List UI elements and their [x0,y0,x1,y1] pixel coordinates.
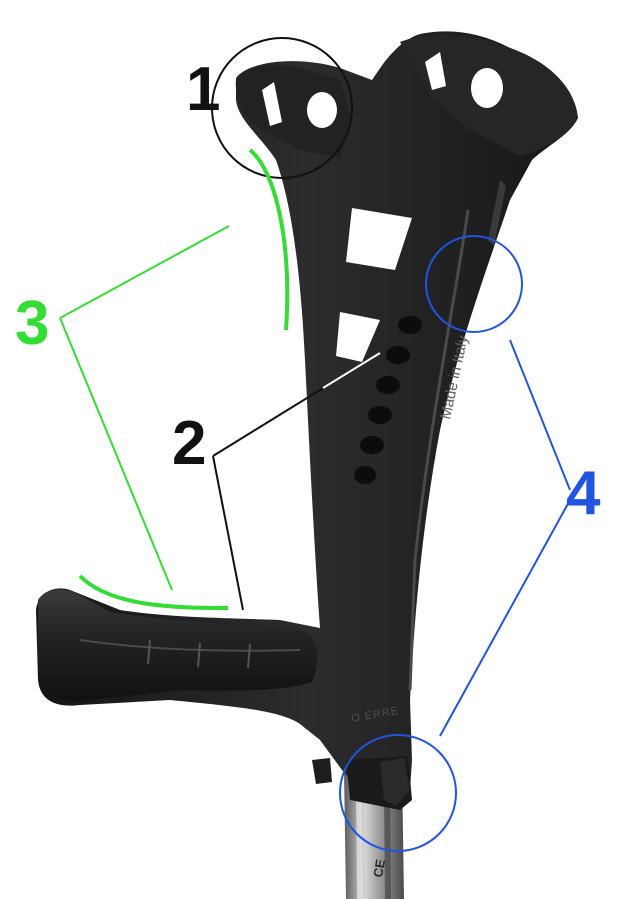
callout-4-label: 4 [566,459,601,528]
spine-holes [354,316,422,484]
callout-4: 4 [339,235,601,852]
callout-4-leader-upper [509,339,571,491]
callout-3-leader-bottom [59,317,173,591]
callout-3-arc-grip [78,574,229,610]
callout-2-label: 2 [172,409,206,478]
callout-4-leader-lower [439,499,571,737]
callout-3-leader-top [59,225,230,319]
callout-4-circle-lower [339,734,457,852]
callout-2-leader-grip [212,455,244,611]
callout-3-arc-cuff [248,148,290,331]
callout-1-label: 1 [186,55,220,124]
callout-2-leader-truss-white [322,352,381,389]
callout-3-label: 3 [15,289,49,358]
ce-mark: CE [370,858,388,879]
callout-3: 3 [15,148,290,610]
callout-1: 1 [186,37,353,179]
callout-2: 2 [172,352,381,611]
callout-1-circle [211,37,353,179]
callout-4-circle-upper [425,235,523,333]
crutch-body [36,31,578,810]
